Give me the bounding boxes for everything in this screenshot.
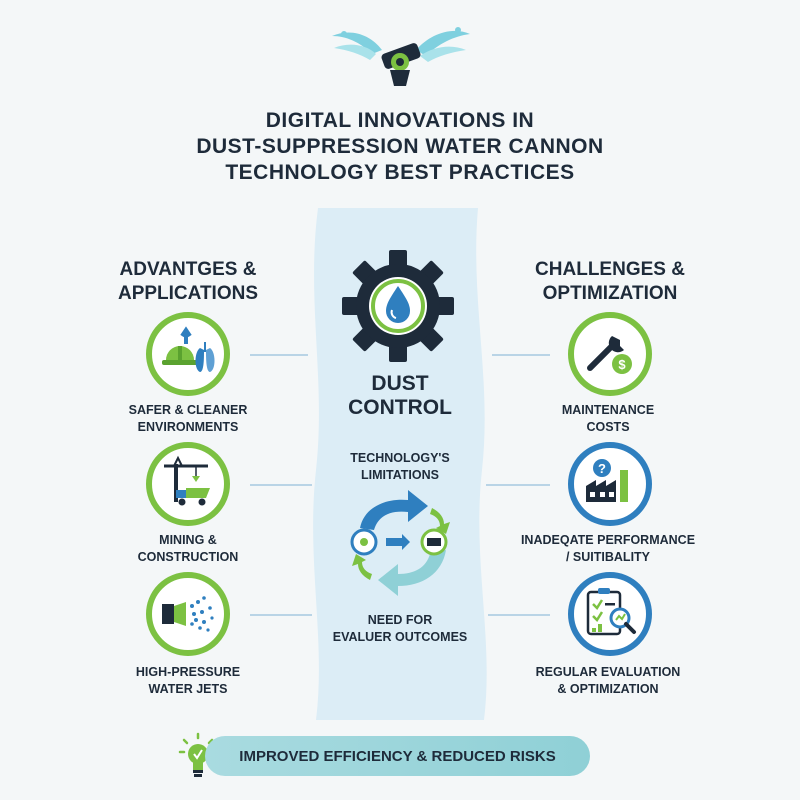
- factory-question-icon: ?: [586, 459, 628, 502]
- water-jet-nozzle-icon: [162, 596, 214, 632]
- item-label-safer: SAFER & CLEANER ENVIRONMENTS: [128, 403, 248, 434]
- svg-text:?: ?: [598, 461, 606, 476]
- right-heading: CHALLENGES & OPTIMIZATION: [535, 259, 685, 304]
- connector-line: [492, 354, 550, 356]
- item-label-jets: HIGH-PRESSURE WATER JETS: [135, 665, 241, 696]
- jets-circle: [146, 572, 230, 656]
- item-label-mining: MINING & CONSTRUCTION: [137, 533, 239, 564]
- wrench-dollar-icon: $: [587, 336, 632, 374]
- connector-line: [486, 484, 550, 486]
- item-label-maintenance: MAINTENANCE COSTS: [561, 403, 655, 434]
- connector-line: [250, 614, 312, 616]
- center-lower-label: NEED FOR EVALUER OUTCOMES: [332, 613, 468, 644]
- safety-circle: [146, 312, 230, 396]
- gear-water-drop-icon: [342, 250, 454, 362]
- water-cannon-icon: [332, 27, 470, 86]
- bottom-banner: IMPROVED EFFICIENCY & REDUCED RISKS: [205, 736, 590, 776]
- crane-truck-icon: [164, 455, 210, 506]
- maintenance-circle: $: [568, 312, 652, 396]
- center-heading: DUST CONTROL: [348, 372, 452, 419]
- connector-line: [488, 614, 550, 616]
- mining-circle: [146, 442, 230, 526]
- banner-text: IMPROVED EFFICIENCY & REDUCED RISKS: [239, 747, 556, 765]
- cycle-arrows-icon: [350, 490, 450, 596]
- evaluation-circle: [568, 572, 652, 656]
- left-heading: ADVANTGES & APPLICATIONS: [117, 259, 259, 304]
- svg-text:$: $: [618, 357, 626, 372]
- page-title: DIGITAL INNOVATIONS IN DUST-SUPPRESSION …: [196, 109, 604, 184]
- item-label-evaluation: REGULAR EVALUATION & OPTIMIZATION: [535, 665, 681, 696]
- item-label-performance: INADEQATE PERFORMANCE / SUITIBALITY: [520, 533, 696, 564]
- center-upper-label: TECHNOLOGY'S LIMITATIONS: [350, 451, 450, 482]
- clipboard-chart-magnifier-icon: [586, 588, 636, 636]
- connector-line: [250, 484, 312, 486]
- connector-line: [250, 354, 308, 356]
- performance-circle: ?: [568, 442, 652, 526]
- worker-helmet-lungs-icon: [162, 326, 215, 372]
